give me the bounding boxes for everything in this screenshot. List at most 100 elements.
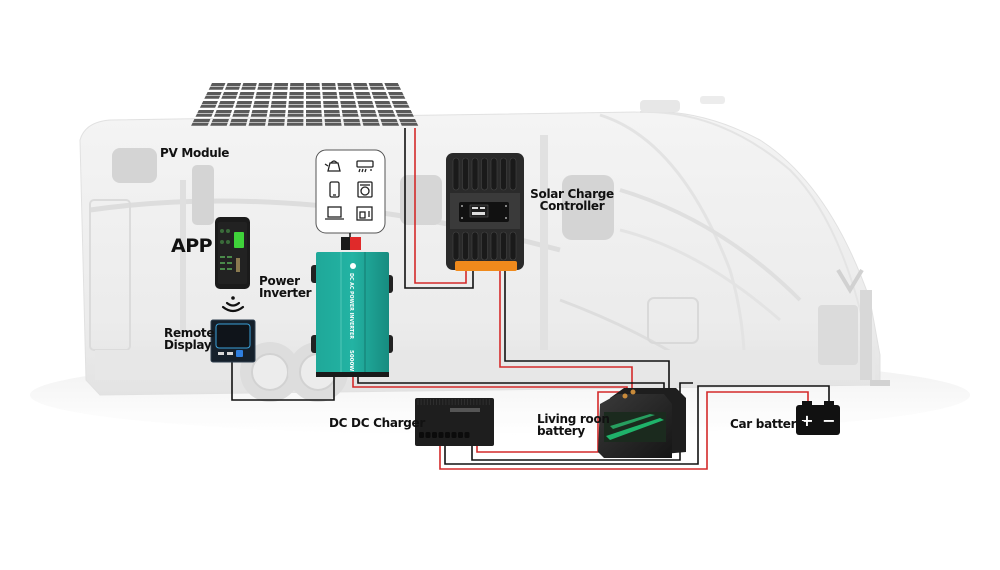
solar-cell bbox=[235, 104, 252, 108]
solar-cell bbox=[195, 113, 213, 117]
solar-cell bbox=[357, 101, 374, 105]
wire-dcdc-car-negative bbox=[444, 385, 830, 465]
solar-cell bbox=[321, 83, 336, 87]
solar-cell bbox=[252, 104, 269, 108]
wire-controller-negative bbox=[504, 270, 670, 392]
solar-charge-controller-label: Solar Charge Controller bbox=[528, 188, 616, 212]
solar-cell bbox=[289, 92, 304, 96]
solar-cell bbox=[273, 86, 288, 90]
charger-port bbox=[425, 432, 431, 438]
controller-fin bbox=[509, 231, 517, 261]
solar-cell bbox=[369, 86, 385, 90]
solar-cell bbox=[208, 86, 224, 90]
solar-cell bbox=[219, 101, 236, 105]
wire-pv-positive bbox=[414, 128, 467, 284]
charger-port bbox=[432, 432, 437, 438]
controller-fin bbox=[462, 157, 469, 191]
solar-cell bbox=[274, 83, 289, 87]
solar-cell bbox=[269, 113, 286, 117]
solar-cell bbox=[391, 101, 408, 105]
solar-cell bbox=[213, 113, 231, 117]
solar-cell bbox=[337, 83, 352, 87]
solar-charge-controller-label-line1: Solar Charge bbox=[530, 187, 614, 201]
solar-cell bbox=[340, 104, 357, 108]
solar-cell bbox=[400, 122, 419, 126]
controller-fin bbox=[452, 157, 460, 191]
solar-cell bbox=[343, 119, 360, 123]
solar-cell bbox=[255, 95, 271, 99]
wire-inverter-negative bbox=[357, 376, 665, 392]
charger-port bbox=[445, 432, 450, 438]
solar-cell bbox=[267, 122, 285, 126]
solar-cell bbox=[353, 83, 368, 87]
laptop-icon bbox=[325, 206, 344, 220]
solar-cell bbox=[341, 110, 358, 114]
solar-cell bbox=[251, 110, 268, 114]
solar-cell bbox=[358, 104, 375, 108]
solar-cell bbox=[385, 86, 402, 90]
wire-remote-display bbox=[231, 358, 335, 401]
solar-cell bbox=[374, 101, 391, 105]
solar-cell bbox=[224, 86, 240, 90]
solar-cell bbox=[372, 95, 389, 99]
solar-charge-controller-label-line2: Controller bbox=[539, 199, 605, 213]
solar-cell bbox=[248, 122, 266, 126]
solar-cell bbox=[339, 95, 355, 99]
solar-cell bbox=[384, 83, 400, 87]
solar-cell bbox=[287, 110, 304, 114]
solar-cell bbox=[241, 86, 256, 90]
solar-cell bbox=[204, 95, 221, 99]
solar-cell bbox=[388, 92, 404, 96]
solar-cell bbox=[289, 95, 304, 99]
inverter-rating-text: 5000W bbox=[348, 350, 354, 371]
wire-controller-positive bbox=[499, 270, 633, 394]
remote-display-label: Remote Display bbox=[164, 327, 215, 352]
solar-cell bbox=[242, 83, 257, 87]
solar-cell bbox=[306, 86, 320, 90]
inverter-device-text: DC AC POWER INVERTER bbox=[348, 273, 354, 340]
controller-fin bbox=[471, 231, 479, 261]
solar-cell bbox=[361, 119, 379, 123]
solar-cell bbox=[360, 113, 378, 117]
solar-cell bbox=[217, 104, 234, 108]
solar-cell bbox=[321, 86, 337, 90]
solar-cell bbox=[272, 95, 287, 99]
solar-cell bbox=[353, 86, 369, 90]
charger-port bbox=[438, 432, 444, 438]
solar-cell bbox=[322, 95, 338, 99]
app-label: APP bbox=[171, 235, 213, 257]
controller-fin bbox=[500, 157, 507, 191]
app-phone bbox=[215, 217, 250, 289]
solar-cell bbox=[306, 119, 323, 123]
solar-cell bbox=[306, 92, 321, 96]
solar-cell bbox=[375, 104, 392, 108]
pv-module-panel bbox=[191, 83, 419, 126]
solar-cell bbox=[306, 122, 323, 126]
solar-cell bbox=[236, 101, 253, 105]
dc-dc-charger-label: DC DC Charger bbox=[329, 416, 426, 430]
car-battery-icon: + − bbox=[796, 401, 840, 435]
wire-dcdc-battery-negative bbox=[471, 382, 693, 461]
solar-cell bbox=[201, 101, 218, 105]
solar-cell bbox=[343, 122, 361, 126]
solar-cell bbox=[211, 119, 229, 123]
dc-dc-charger-device bbox=[415, 398, 494, 446]
solar-cell bbox=[371, 92, 387, 96]
solar-cell bbox=[340, 101, 356, 105]
solar-cell bbox=[287, 119, 304, 123]
wire-dcdc-car-positive bbox=[439, 391, 809, 470]
solar-cell bbox=[238, 95, 254, 99]
solar-cell bbox=[229, 122, 247, 126]
remote-display-label-line2: Display bbox=[164, 338, 212, 352]
solar-cell bbox=[323, 101, 339, 105]
solar-cell bbox=[286, 122, 304, 126]
solar-cell bbox=[210, 122, 228, 126]
wire-pv-negative bbox=[404, 128, 474, 289]
solar-cell bbox=[250, 113, 268, 117]
controller-fin bbox=[452, 231, 460, 261]
charger-port bbox=[458, 432, 463, 438]
solar-cell bbox=[362, 122, 380, 126]
solar-cell bbox=[306, 101, 321, 105]
